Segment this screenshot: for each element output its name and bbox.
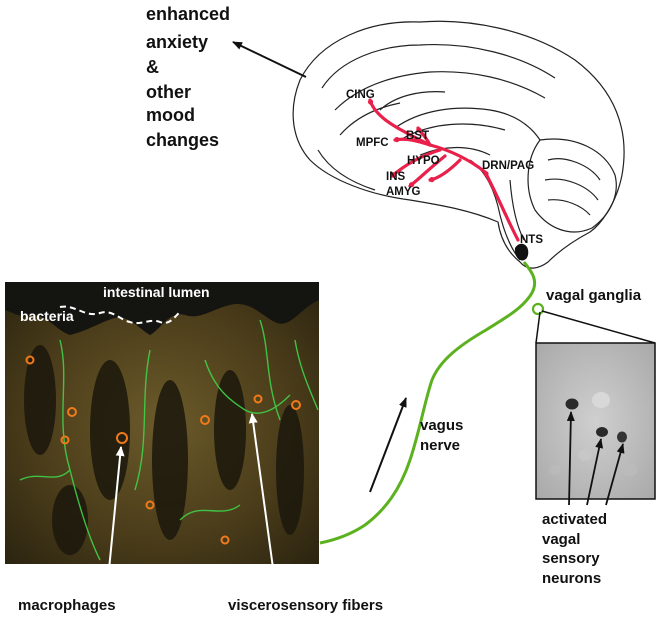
vagus-nerve (319, 261, 537, 545)
intestinal-micrograph (5, 282, 319, 564)
svg-text:anxiety: anxiety (146, 32, 208, 52)
vagal-ganglia-label: vagal ganglia (546, 287, 642, 304)
svg-text:changes: changes (146, 130, 219, 150)
region-nts: NTS (520, 234, 543, 246)
region-drn-pag: DRN/PAG (482, 160, 534, 172)
svg-text:mood: mood (146, 105, 195, 125)
neuron-arrow-2 (586, 438, 604, 506)
bacteria-label: bacteria (20, 308, 74, 324)
vagus-label-1: vagus (420, 417, 463, 434)
region-mpfc: MPFC (356, 137, 389, 149)
region-cing: CING (346, 89, 375, 101)
effect-label: enhanced anxiety & other mood changes (146, 4, 230, 150)
viscerosensory-fibers-label: viscerosensory fibers (228, 597, 383, 614)
region-ins: INS (386, 171, 406, 183)
svg-text:sensory: sensory (542, 550, 600, 567)
svg-text:neurons: neurons (542, 570, 601, 587)
zoom-line-right (541, 310, 656, 344)
neuron-arrow-3 (605, 443, 625, 506)
neuron-arrow-1 (566, 411, 575, 506)
intestinal-lumen-label: intestinal lumen (103, 284, 210, 300)
macrophage-arrow (106, 446, 125, 591)
neurons-inset (535, 342, 656, 500)
svg-text:&: & (146, 57, 159, 77)
macrophages-label: macrophages (18, 597, 116, 614)
region-bst: BST (406, 130, 429, 142)
effect-arrow (232, 41, 307, 78)
red-pathways (367, 98, 520, 242)
region-hypo: HYPO (407, 155, 440, 167)
zoom-line-left (535, 311, 541, 344)
vagus-direction-arrow (369, 397, 407, 493)
vagus-label-2: nerve (420, 437, 460, 454)
svg-text:activated: activated (542, 511, 607, 528)
nts-marker (514, 243, 529, 261)
svg-text:vagal: vagal (542, 531, 580, 548)
neurons-label: activated vagal sensory neurons (542, 511, 607, 587)
vagal-ganglion (531, 302, 545, 316)
region-amyg: AMYG (386, 186, 421, 198)
brain-outline (292, 20, 625, 269)
fiber-arrow (248, 413, 277, 591)
svg-text:enhanced: enhanced (146, 4, 230, 24)
svg-text:other: other (146, 82, 191, 102)
